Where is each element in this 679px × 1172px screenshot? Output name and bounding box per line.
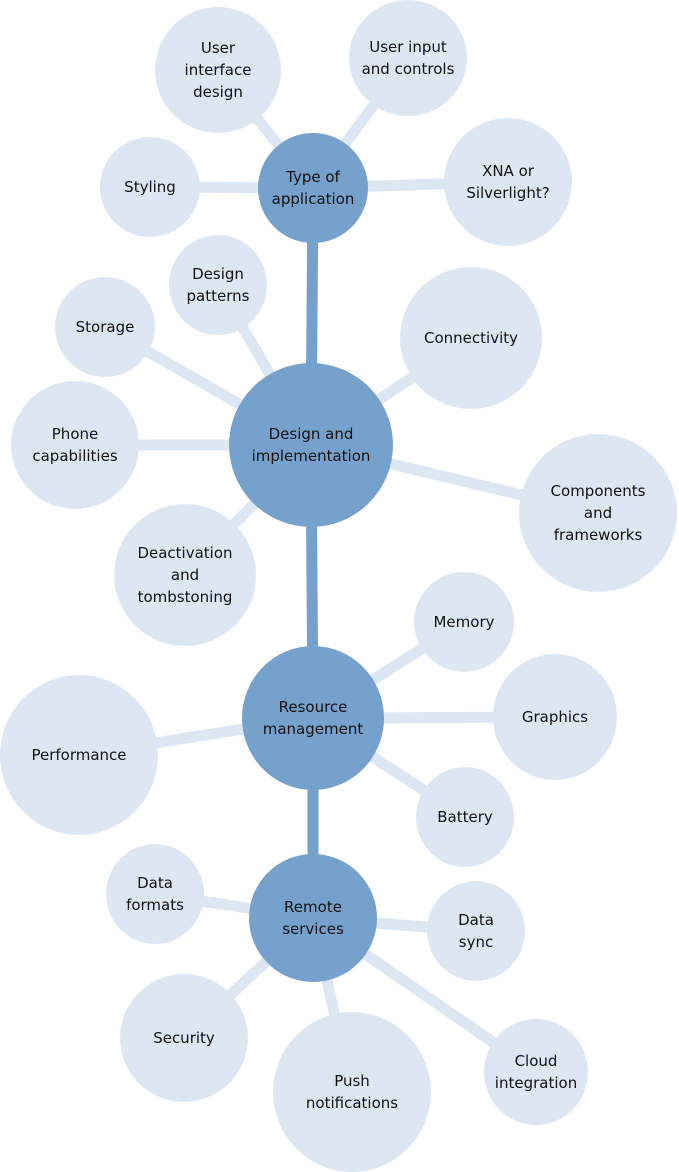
node-label-line: implementation bbox=[252, 447, 371, 465]
leaf-node-performance: Performance bbox=[0, 675, 158, 835]
node-label-line: User input bbox=[369, 38, 447, 56]
leaf-node-phone-capabilities: Phone capabilities bbox=[11, 381, 139, 509]
node-label-line: Remote bbox=[284, 898, 342, 916]
leaf-circle-performance bbox=[0, 675, 158, 835]
leaf-node-user-interface-design: User interface design bbox=[155, 7, 281, 133]
node-label-line: and controls bbox=[362, 60, 455, 78]
node-label-line: capabilities bbox=[32, 447, 117, 465]
leaf-circle-components-and-frameworks bbox=[519, 434, 677, 592]
node-label-line: Connectivity bbox=[424, 329, 518, 347]
leaf-node-design-patterns: Design patterns bbox=[169, 235, 267, 335]
leaf-circle-memory bbox=[414, 572, 514, 672]
leaf-node-data-formats: Data formats bbox=[106, 844, 204, 944]
node-label-line: Cloud bbox=[515, 1052, 558, 1070]
leaf-node-deactivation-and-tombstoning: Deactivation and tombstoning bbox=[114, 504, 256, 646]
spine-connectors bbox=[305, 187, 319, 918]
node-label-line: Silverlight? bbox=[466, 184, 549, 202]
leaf-node-user-input-and-controls: User input and controls bbox=[349, 0, 467, 116]
node-label-line: formats bbox=[126, 896, 184, 914]
node-label-line: Styling bbox=[124, 178, 176, 196]
hub-node-type-of-application: Type of application bbox=[258, 133, 368, 243]
node-label-line: Security bbox=[153, 1029, 215, 1047]
leaf-circle-data-formats bbox=[106, 844, 204, 944]
node-label-line: patterns bbox=[187, 287, 250, 305]
leaf-circle-phone-capabilities bbox=[11, 381, 139, 509]
leaf-node-memory: Memory bbox=[414, 572, 514, 672]
node-label-line: Design and bbox=[269, 425, 354, 443]
leaf-circle-battery bbox=[416, 767, 514, 867]
node-label-line: Resource bbox=[279, 698, 348, 716]
node-label-line: and bbox=[584, 504, 612, 522]
node-label-line: and bbox=[171, 566, 199, 584]
node-label-line: Memory bbox=[433, 613, 494, 631]
leaf-node-graphics: Graphics bbox=[493, 654, 617, 780]
node-label-line: Design bbox=[192, 265, 244, 283]
node-label-line: Components bbox=[551, 482, 646, 500]
hub-circle-design-and-implementation bbox=[229, 363, 393, 527]
hub-circle-type-of-application bbox=[258, 133, 368, 243]
leaf-node-cloud-integration: Cloud integration bbox=[484, 1019, 588, 1125]
node-label-line: XNA or bbox=[482, 162, 535, 180]
leaf-node-data-sync: Data sync bbox=[427, 881, 525, 981]
node-label-line: Phone bbox=[52, 425, 98, 443]
hub-circle-remote-services bbox=[249, 854, 377, 982]
node-label-line: services bbox=[282, 920, 344, 938]
hub-node-design-and-implementation: Design and implementation bbox=[229, 363, 393, 527]
hub-circle-resource-management bbox=[242, 646, 384, 790]
leaf-node-security: Security bbox=[120, 974, 248, 1102]
node-label-line: management bbox=[263, 720, 364, 738]
leaf-node-storage: Storage bbox=[55, 277, 155, 377]
leaf-node-styling: Styling bbox=[100, 137, 200, 237]
leaf-circle-graphics bbox=[493, 654, 617, 780]
node-label-line: interface bbox=[185, 61, 252, 79]
node-label-line: design bbox=[193, 83, 243, 101]
leaf-circle-data-sync bbox=[427, 881, 525, 981]
node-label-line: Graphics bbox=[522, 708, 588, 726]
node-label-line: Deactivation bbox=[137, 544, 232, 562]
leaf-node-connectivity: Connectivity bbox=[400, 267, 542, 409]
node-label-line: Performance bbox=[31, 746, 126, 764]
node-label-line: application bbox=[272, 190, 355, 208]
leaf-node-components-and-frameworks: Components and frameworks bbox=[519, 434, 677, 592]
hub-node-remote-services: Remote services bbox=[249, 854, 377, 982]
node-label-line: User bbox=[201, 39, 236, 57]
leaf-circle-push-notifications bbox=[273, 1012, 431, 1172]
node-label-line: notifications bbox=[306, 1094, 398, 1112]
leaf-circle-user-interface-design bbox=[155, 7, 281, 133]
leaf-circle-deactivation-and-tombstoning bbox=[114, 504, 256, 646]
leaf-circle-connectivity bbox=[400, 267, 542, 409]
leaf-circle-storage bbox=[55, 277, 155, 377]
hub-node-resource-management: Resource management bbox=[242, 646, 384, 790]
leaf-circle-styling bbox=[100, 137, 200, 237]
leaf-circle-xna-or-silverlight bbox=[444, 118, 572, 246]
leaf-node-xna-or-silverlight: XNA or Silverlight? bbox=[444, 118, 572, 246]
node-label-line: tombstoning bbox=[138, 588, 233, 606]
node-label-line: Battery bbox=[437, 808, 493, 826]
leaf-circle-design-patterns bbox=[169, 235, 267, 335]
node-label-line: Data bbox=[458, 911, 494, 929]
leaf-circle-user-input-and-controls bbox=[349, 0, 467, 116]
node-label-line: Type of bbox=[285, 168, 340, 186]
node-label-line: frameworks bbox=[554, 526, 643, 544]
leaf-node-push-notifications: Push notifications bbox=[273, 1012, 431, 1172]
node-label-line: Storage bbox=[76, 318, 135, 336]
node-label-line: integration bbox=[495, 1074, 577, 1092]
leaf-circle-cloud-integration bbox=[484, 1019, 588, 1125]
leaf-node-battery: Battery bbox=[416, 767, 514, 867]
node-label-line: Data bbox=[137, 874, 173, 892]
node-label-line: sync bbox=[459, 933, 493, 951]
leaf-circle-security bbox=[120, 974, 248, 1102]
node-label-line: Push bbox=[334, 1072, 370, 1090]
